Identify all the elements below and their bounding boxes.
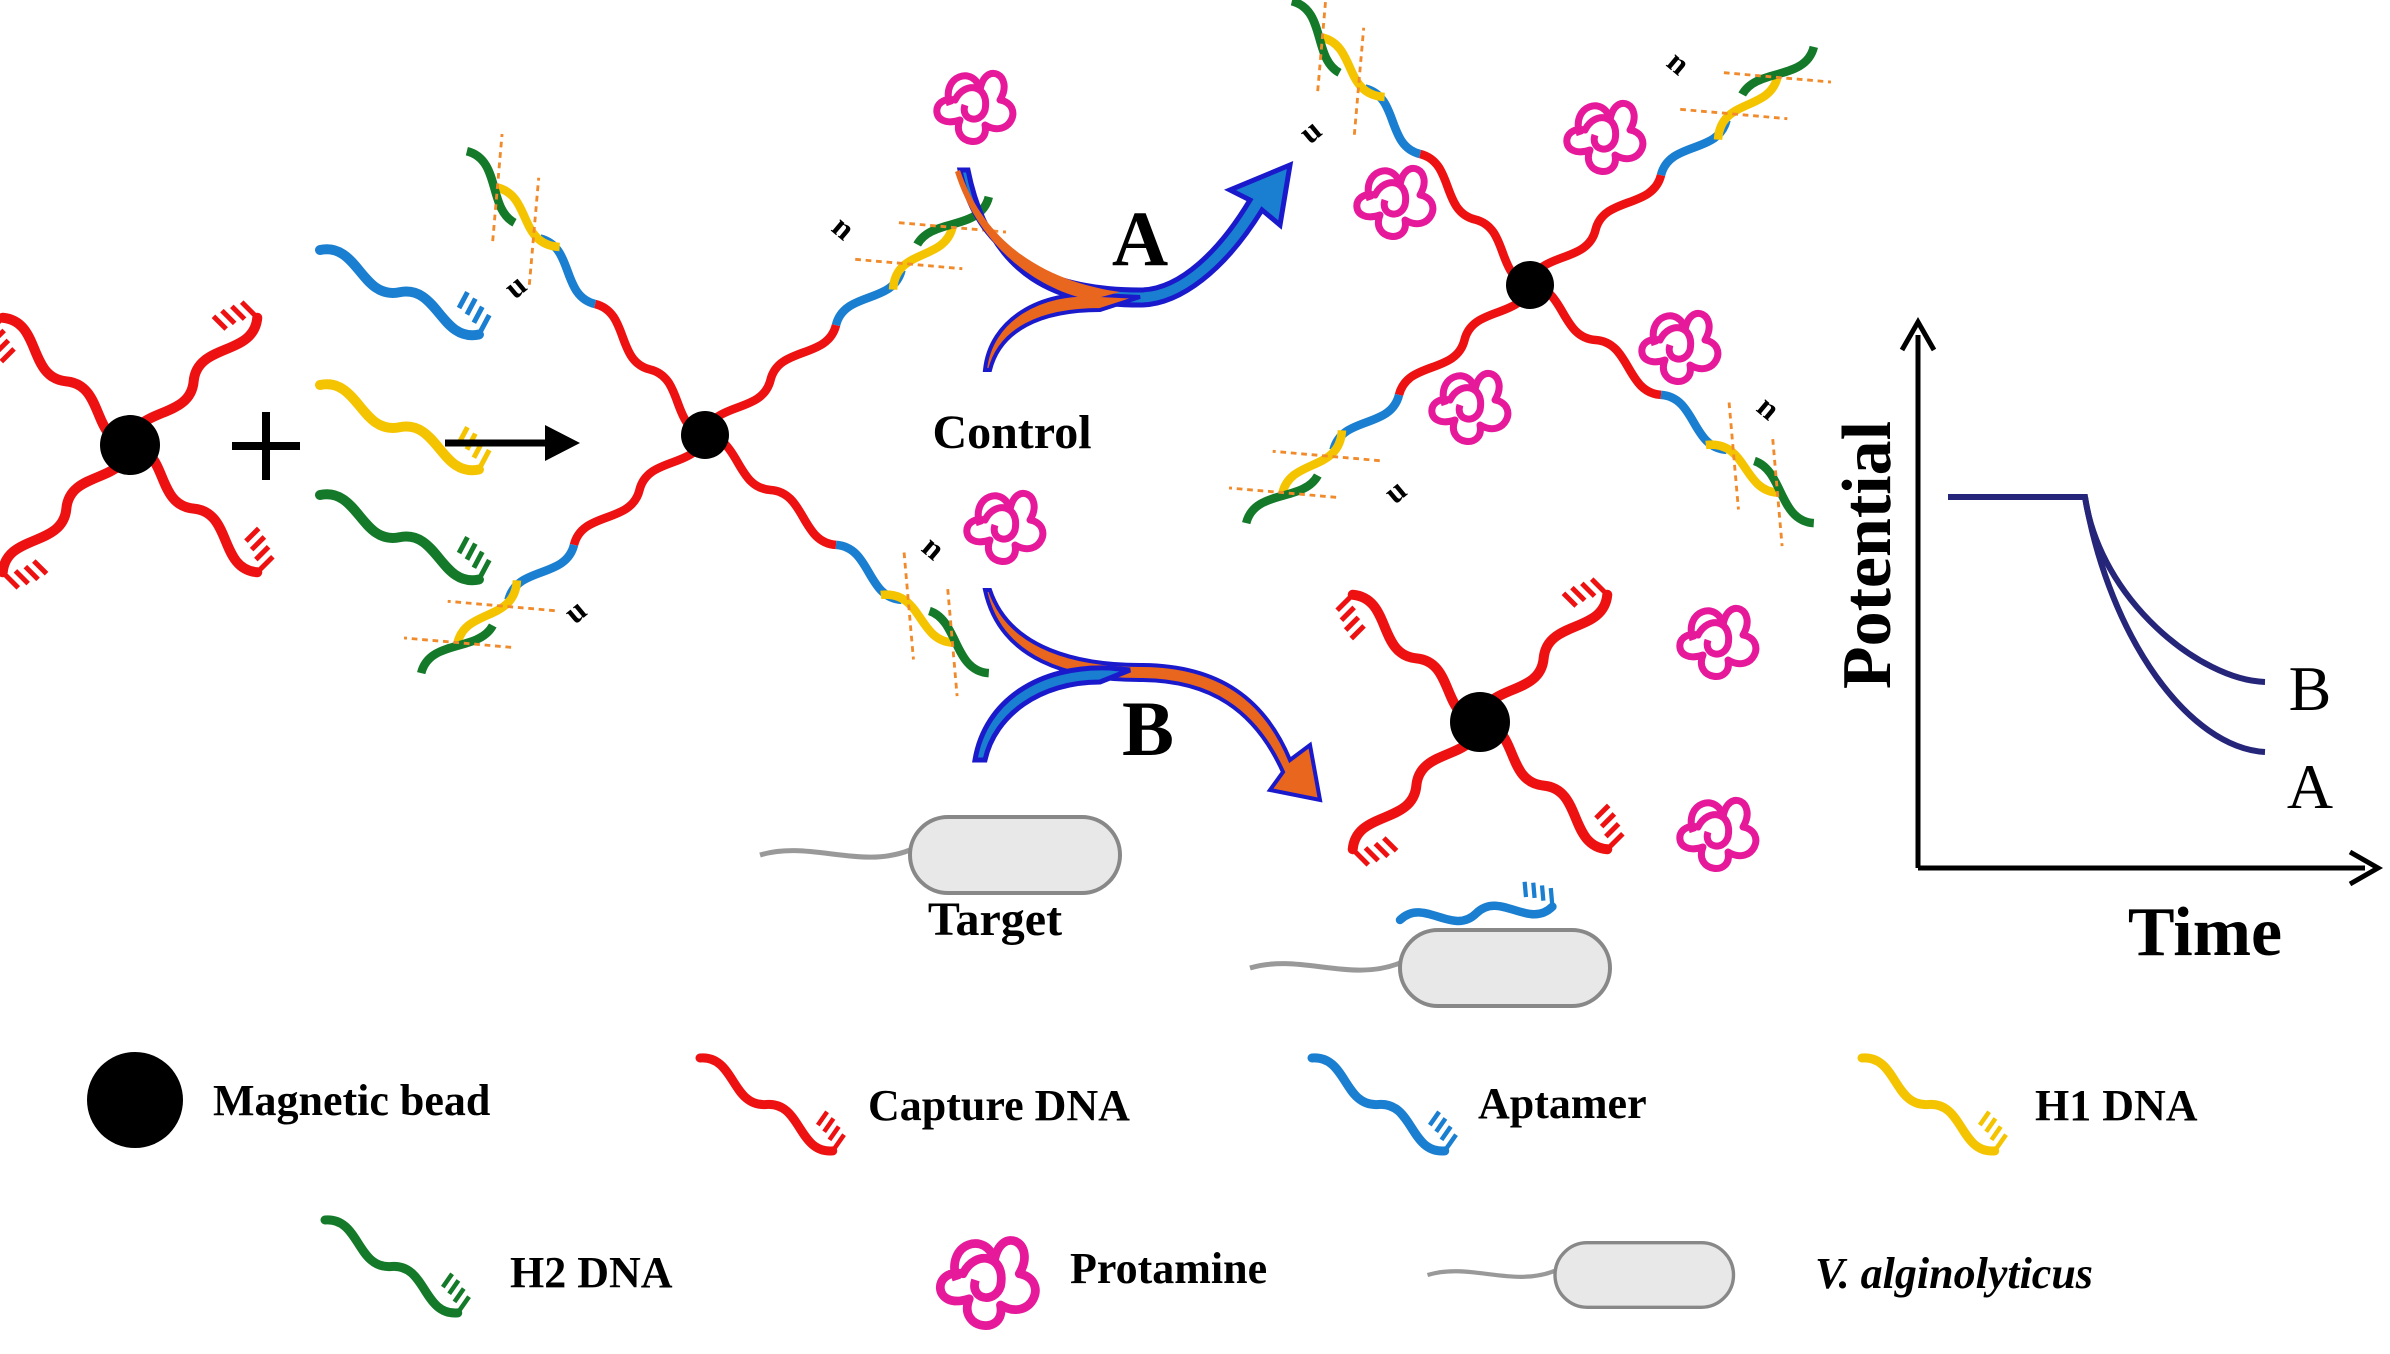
legend-label: Magnetic bead (213, 1076, 490, 1125)
curve-b-label: B (2289, 653, 2332, 724)
magnetic-bead-icon (1450, 692, 1510, 752)
path-a-arrow: A (937, 73, 1294, 372)
legend-item-v-alginolyticus: V. alginolyticus (1428, 1243, 2093, 1308)
protamine-icon (1567, 103, 1643, 171)
right-arrow-icon (445, 425, 580, 461)
curve-a-label: A (2287, 751, 2333, 822)
magnetic-bead-icon (681, 411, 729, 459)
curve-b (1948, 494, 2266, 685)
legend-label: Protamine (1070, 1244, 1267, 1293)
target-label: Target (928, 893, 1062, 946)
added-strands (317, 222, 494, 586)
curve-a (2082, 496, 2266, 755)
legend-item-capture-dna: Capture DNA (696, 1034, 1130, 1156)
legend-label: V. alginolyticus (1815, 1249, 2093, 1298)
legend-label: H2 DNA (510, 1248, 673, 1297)
u-label: u (1291, 111, 1328, 150)
n-label: n (1661, 43, 1698, 82)
bacterium-with-aptamer (1250, 880, 1610, 1006)
plus-sign-icon (232, 412, 300, 480)
legend: Magnetic bead Capture DNA Aptamer H1 DNA… (87, 1034, 2198, 1325)
control-label: Control (932, 406, 1091, 459)
path-b-label: B (1122, 685, 1174, 772)
legend-label: Capture DNA (868, 1081, 1130, 1130)
n-label: u (496, 266, 533, 305)
protamine-icon (1680, 800, 1756, 868)
bacterium-icon (1250, 930, 1610, 1006)
bacterium-icon (1428, 1243, 1734, 1308)
potential-time-graph: Potential Time B A (1829, 316, 2384, 971)
legend-item-magnetic-bead: Magnetic bead (87, 1052, 490, 1148)
path-b-arrow: B (967, 493, 1323, 803)
magnetic-bead-icon (100, 415, 160, 475)
bead-with-capture-dna (0, 295, 280, 595)
protamine-icon (1432, 373, 1508, 441)
protamine-bound-complex: u n u n (1222, 0, 1838, 552)
bacterium-icon (760, 817, 1120, 893)
protamine-icon (967, 493, 1043, 561)
target-bacterium: Target (760, 817, 1120, 946)
legend-item-protamine: Protamine (940, 1240, 1267, 1325)
u-label: u (1376, 471, 1413, 510)
u-label: u (556, 591, 593, 630)
x-axis-label: Time (2128, 894, 2282, 971)
legend-label: H1 DNA (2035, 1081, 2198, 1130)
magnetic-bead-icon (1506, 261, 1554, 309)
magnetic-bead-icon (87, 1052, 183, 1148)
protamine-icon (937, 73, 1013, 141)
legend-item-h1-dna: H1 DNA (1858, 1034, 2198, 1156)
legend-item-aptamer: Aptamer (1308, 1034, 1647, 1156)
legend-item-h2-dna: H2 DNA (321, 1196, 673, 1318)
protamine-icon (1357, 168, 1433, 236)
n-label: n (826, 208, 863, 247)
released-bead (1330, 572, 1756, 872)
path-a-label: A (1112, 195, 1168, 282)
legend-label: Aptamer (1478, 1079, 1647, 1128)
y-axis-label: Potential (1829, 421, 1906, 689)
n-label: n (1751, 388, 1788, 427)
protamine-icon (940, 1240, 1035, 1325)
protamine-icon (1642, 313, 1718, 381)
assembled-complex: u n u n (397, 127, 1013, 703)
n-label: n (916, 528, 953, 567)
protamine-icon (1680, 608, 1756, 676)
